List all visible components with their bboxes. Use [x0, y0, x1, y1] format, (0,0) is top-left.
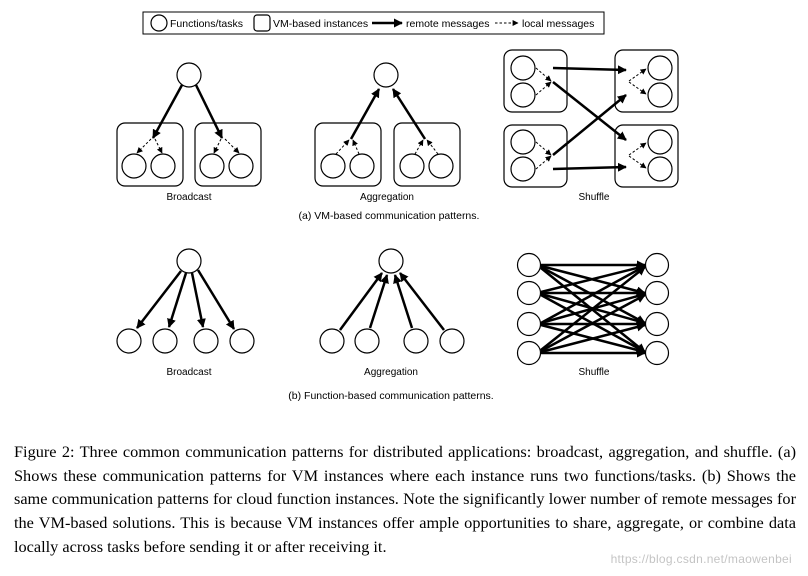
vm-section-caption: (a) VM-based communication patterns.	[299, 210, 480, 222]
fn-aggregation-label: Aggregation	[364, 367, 418, 378]
function-node	[354, 328, 380, 354]
remote-arrow	[552, 94, 627, 156]
figure-caption: Figure 2: Three common communication pat…	[14, 442, 796, 556]
function-node	[516, 280, 542, 306]
vm-broadcast-label: Broadcast	[166, 192, 211, 203]
function-node	[403, 328, 429, 354]
legend-local-label: local messages	[522, 18, 594, 30]
remote-arrow	[136, 270, 182, 329]
watermark: https://blog.csdn.net/maowenbei	[610, 552, 792, 566]
function-node	[349, 153, 375, 179]
remote-arrow	[552, 81, 627, 141]
remote-arrow	[151, 84, 184, 139]
legend: Functions/tasks VM-based instances remot…	[142, 11, 605, 35]
local-arrow	[426, 139, 439, 155]
function-node	[644, 340, 670, 366]
remote-arrow	[167, 272, 188, 328]
local-arrow	[224, 138, 240, 154]
legend-remote-label: remote messages	[406, 18, 489, 30]
local-arrow	[136, 138, 152, 154]
vm-shuffle: Shuffle	[503, 49, 679, 203]
local-arrow	[535, 141, 552, 156]
function-node	[439, 328, 465, 354]
remote-arrow	[399, 272, 445, 331]
remote-arrow	[540, 264, 646, 325]
function-node	[373, 62, 399, 88]
fn-broadcast: Broadcast	[116, 248, 255, 378]
function-node	[510, 129, 536, 155]
function-node	[319, 328, 345, 354]
function-node	[516, 311, 542, 337]
function-node	[228, 153, 254, 179]
local-arrow	[335, 139, 350, 155]
remote-arrow	[393, 274, 414, 329]
function-node	[121, 153, 147, 179]
remote-arrow	[338, 272, 384, 331]
function-node	[428, 153, 454, 179]
vm-broadcast: Broadcast	[116, 62, 262, 203]
remote-arrow	[540, 293, 646, 353]
vm-box	[116, 122, 184, 187]
function-node	[516, 252, 542, 278]
function-node	[647, 55, 673, 81]
remote-arrow	[196, 269, 236, 330]
function-node	[116, 328, 142, 354]
fn-section-caption: (b) Function-based communication pattern…	[288, 390, 493, 402]
function-node	[647, 129, 673, 155]
remote-arrow	[391, 88, 427, 140]
vm-shuffle-label: Shuffle	[579, 192, 610, 203]
vm-aggregation-label: Aggregation	[360, 192, 414, 203]
function-node	[510, 55, 536, 81]
vm-box	[314, 122, 382, 187]
function-node	[647, 156, 673, 182]
remote-arrow	[194, 84, 224, 139]
remote-arrow	[540, 266, 646, 351]
function-node	[378, 248, 404, 274]
fn-shuffle: Shuffle	[516, 252, 670, 378]
local-arrow	[628, 155, 647, 169]
function-node	[510, 82, 536, 108]
function-node	[176, 62, 202, 88]
function-node	[150, 153, 176, 179]
function-node	[644, 280, 670, 306]
local-arrow	[628, 81, 647, 95]
remote-arrow	[368, 274, 389, 329]
legend-vm-label: VM-based instances	[273, 18, 368, 30]
local-arrow	[628, 68, 647, 82]
vm-aggregation: Aggregation	[314, 62, 461, 203]
remote-arrow	[552, 65, 627, 75]
fn-broadcast-label: Broadcast	[166, 367, 211, 378]
function-node	[199, 153, 225, 179]
legend-functions-label: Functions/tasks	[170, 18, 243, 30]
local-arrow	[535, 81, 552, 96]
remote-arrow	[349, 88, 381, 140]
function-node	[152, 328, 178, 354]
function-node	[193, 328, 219, 354]
local-arrow	[535, 67, 552, 82]
legend-function-circle	[150, 14, 168, 32]
local-arrow	[535, 155, 552, 170]
function-node	[516, 340, 542, 366]
communication-patterns-figure: Functions/tasks VM-based instances remot…	[116, 11, 679, 402]
remote-arrow	[552, 162, 627, 172]
function-node	[647, 82, 673, 108]
legend-vm-box	[253, 14, 271, 32]
function-node	[644, 311, 670, 337]
fn-aggregation: Aggregation	[319, 248, 465, 378]
vm-box	[393, 122, 461, 187]
fn-shuffle-label: Shuffle	[579, 367, 610, 378]
local-arrow	[628, 142, 647, 156]
function-node	[510, 156, 536, 182]
function-node	[399, 153, 425, 179]
function-node	[229, 328, 255, 354]
remote-arrow	[540, 322, 646, 354]
function-node	[644, 252, 670, 278]
function-node	[320, 153, 346, 179]
function-node	[176, 248, 202, 274]
vm-box	[194, 122, 262, 187]
remote-arrow	[190, 272, 206, 328]
remote-arrow	[540, 263, 646, 294]
